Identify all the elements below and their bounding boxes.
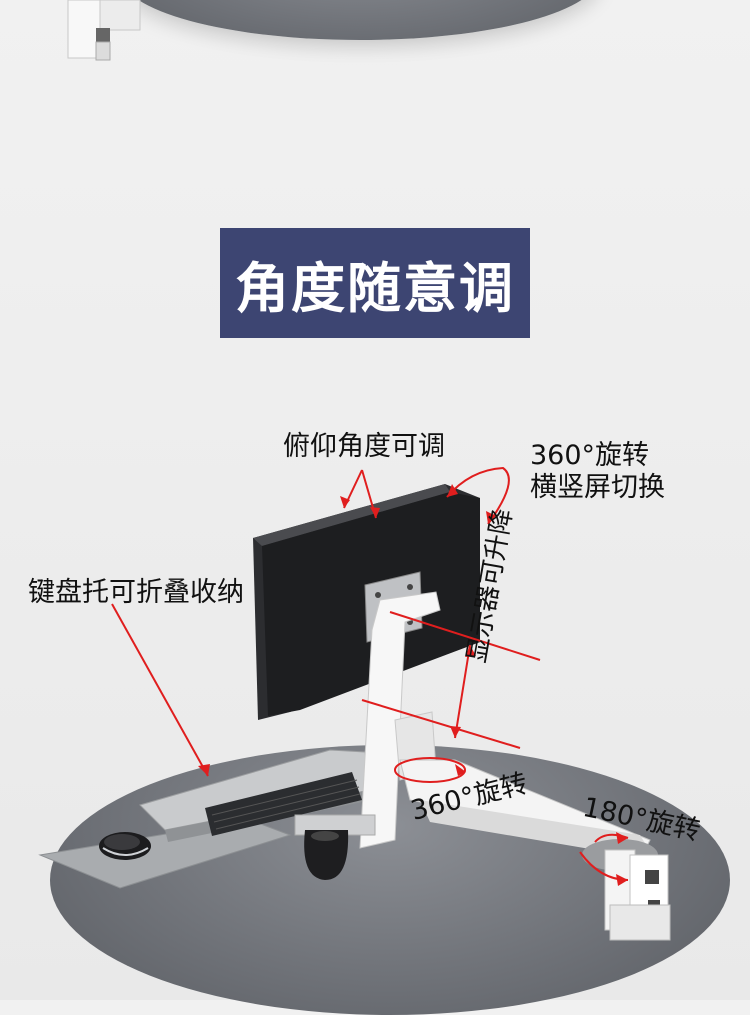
- section-title: 角度随意调: [235, 256, 515, 320]
- section-title-banner: 角度随意调: [220, 228, 530, 338]
- monitor-graphic: [253, 484, 480, 720]
- stand-graphic: [294, 591, 655, 880]
- rotate-label: 360°旋转 横竖屏切换: [530, 440, 665, 504]
- rotate-label-line2: 横竖屏切换: [530, 472, 665, 503]
- annotation-arrows: [111, 466, 629, 881]
- keyboard-tray-graphic: [38, 749, 372, 889]
- wall-clamp-graphic: [582, 839, 671, 941]
- tilt-label: 俯仰角度可调: [283, 431, 445, 462]
- arrow-heads: [198, 484, 628, 886]
- top-clamp-graphic: [67, 0, 141, 61]
- rotate-label-line1: 360°旋转: [530, 440, 650, 471]
- keyboard-tray-label: 键盘托可折叠收纳: [28, 577, 244, 608]
